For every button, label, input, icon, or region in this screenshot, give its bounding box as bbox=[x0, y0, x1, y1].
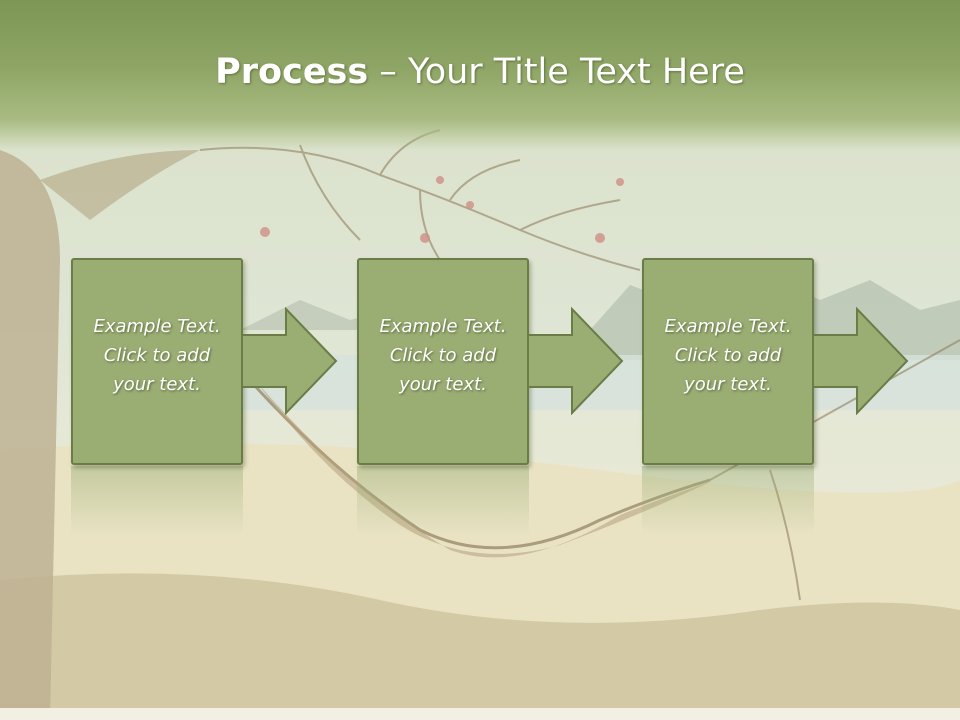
slide-title[interactable]: Process – Your Title Text Here bbox=[0, 52, 960, 92]
step-3-line-3: your text. bbox=[684, 374, 772, 395]
right-arrow-icon bbox=[242, 307, 338, 415]
step-1-line-2: Click to add bbox=[103, 345, 211, 366]
step-3-line-2: Click to add bbox=[674, 345, 782, 366]
step-1-reflection bbox=[71, 466, 243, 536]
right-arrow-icon bbox=[528, 307, 624, 415]
step-2-line-1: Example Text. bbox=[379, 316, 507, 337]
step-1-text[interactable]: Example Text. Click to add your text. bbox=[73, 312, 241, 399]
title-bold-text: Process bbox=[215, 52, 369, 92]
step-3-line-1: Example Text. bbox=[664, 316, 792, 337]
step-1-line-1: Example Text. bbox=[93, 316, 221, 337]
step-2-line-3: your text. bbox=[399, 374, 487, 395]
step-3-text[interactable]: Example Text. Click to add your text. bbox=[644, 312, 812, 399]
title-rest-text: – Your Title Text Here bbox=[368, 52, 745, 92]
step-2-reflection bbox=[357, 466, 529, 536]
right-arrow-icon bbox=[813, 307, 909, 415]
title-band bbox=[0, 0, 960, 150]
step-2-text[interactable]: Example Text. Click to add your text. bbox=[359, 312, 527, 399]
step-2-box[interactable]: Example Text. Click to add your text. bbox=[357, 258, 529, 465]
step-3-reflection bbox=[642, 466, 814, 536]
step-1-box[interactable]: Example Text. Click to add your text. bbox=[71, 258, 243, 465]
step-2-line-2: Click to add bbox=[389, 345, 497, 366]
step-1-line-3: your text. bbox=[113, 374, 201, 395]
step-3-box[interactable]: Example Text. Click to add your text. bbox=[642, 258, 814, 465]
